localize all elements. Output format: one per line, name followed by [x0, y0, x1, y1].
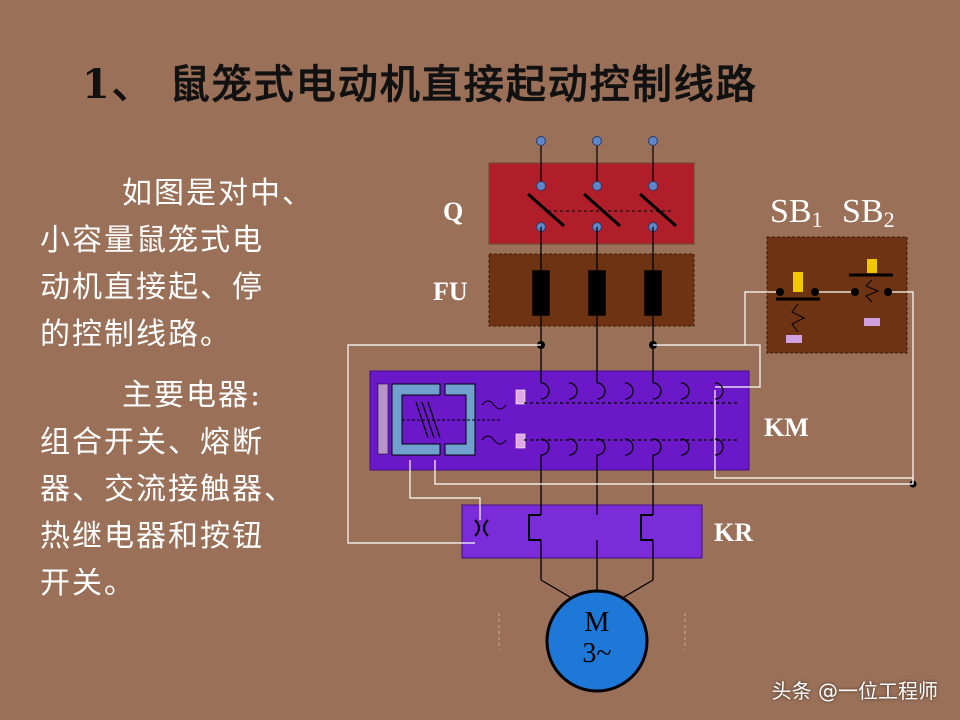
- sb2-label-base: SB: [842, 193, 884, 230]
- q-label: Q: [443, 197, 463, 226]
- sb2-button: [849, 259, 893, 326]
- description-paragraph: 如图是对中、 小容量鼠笼式电 动机直接起、停 的控制线路。: [40, 170, 340, 358]
- km-electromagnet: [377, 383, 526, 456]
- sb1-button: [776, 272, 820, 343]
- kr-label: KR: [714, 518, 753, 547]
- components-line: 器、交流接触器、: [40, 472, 296, 507]
- kr-heaters: [474, 514, 653, 541]
- description-line: 如图是对中、: [122, 176, 314, 211]
- components-line: 热继电器和按钮: [40, 519, 264, 554]
- q-switch-blades: [527, 192, 677, 228]
- description-line: 动机直接起、停: [40, 270, 264, 305]
- components-line: 组合开关、熔断: [40, 425, 264, 460]
- motor-label-phase: 3~: [582, 638, 611, 669]
- terminal-dots: [536, 136, 658, 232]
- control-wiring: [347, 291, 914, 544]
- sb-button-box: [766, 236, 908, 354]
- supply-terminals: [540, 141, 654, 186]
- sb2-label: SB2: [842, 193, 895, 232]
- components-line: 开关。: [40, 566, 136, 601]
- kr-relay-box: [461, 504, 703, 559]
- sb1-label: SB1: [770, 193, 823, 232]
- watermark: 头条 @一位工程师: [771, 679, 938, 703]
- km-label: KM: [764, 413, 809, 442]
- fuses: [532, 270, 662, 316]
- sb2-label-sub: 2: [884, 207, 895, 232]
- sb1-label-sub: 1: [812, 207, 823, 232]
- sb1-label-base: SB: [770, 193, 812, 230]
- fu-label: FU: [433, 277, 468, 306]
- motor: [545, 589, 649, 693]
- components-paragraph: 主要电器: 组合开关、熔断 器、交流接触器、 热继电器和按钮 开关。: [40, 372, 340, 607]
- components-line: 主要电器:: [122, 378, 263, 413]
- slide-title: 1、 鼠笼式电动机直接起动控制线路: [82, 61, 758, 108]
- description-line: 的控制线路。: [40, 317, 232, 352]
- motor-label-m: M: [585, 607, 610, 638]
- description-line: 小容量鼠笼式电: [40, 223, 264, 258]
- q-switch-box: [488, 162, 695, 245]
- km-contacts: [524, 382, 740, 456]
